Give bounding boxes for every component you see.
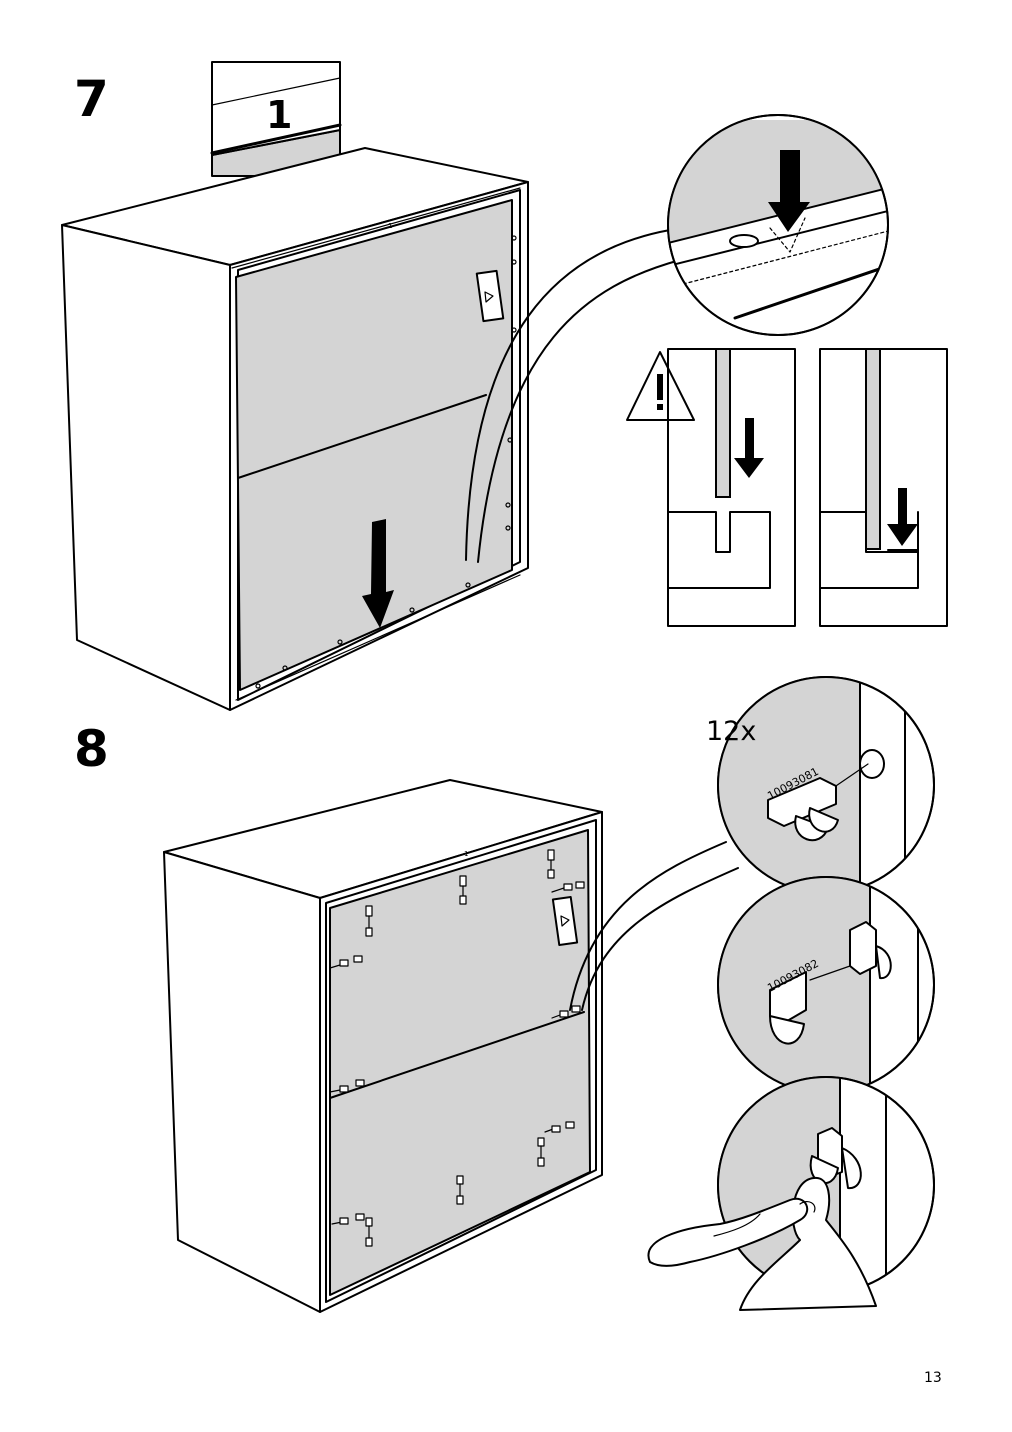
step7-cabinet: 1 [61,147,529,711]
quantity-label: 12x [706,716,757,747]
step8-zoom-1: 10093081 [717,676,935,894]
arrow-down-icon [887,488,918,546]
panel-mark: 1 [388,222,392,230]
panel-mark: 1 [464,850,468,858]
arrow-down-icon [362,519,394,628]
arrow-down-icon [734,418,764,478]
page-number: 13 [924,1370,942,1386]
step8-cabinet: 1 [163,779,603,1313]
warning-icon [626,351,695,421]
nail-icon [329,849,585,1247]
step7-warning-detail [626,348,948,627]
step-8-number: 8 [74,720,109,778]
bracket-icon [849,921,892,979]
step-7-number: 7 [74,70,109,128]
bracket-icon [767,777,839,841]
step8-zoom-2: 10093082 [717,876,935,1094]
hand-icon [647,1176,877,1311]
step8-zoom-3 [647,1076,935,1311]
arrow-down-icon [768,150,810,232]
step7-zoom-detail [667,114,889,336]
callout-label-number: 1 [266,93,292,137]
